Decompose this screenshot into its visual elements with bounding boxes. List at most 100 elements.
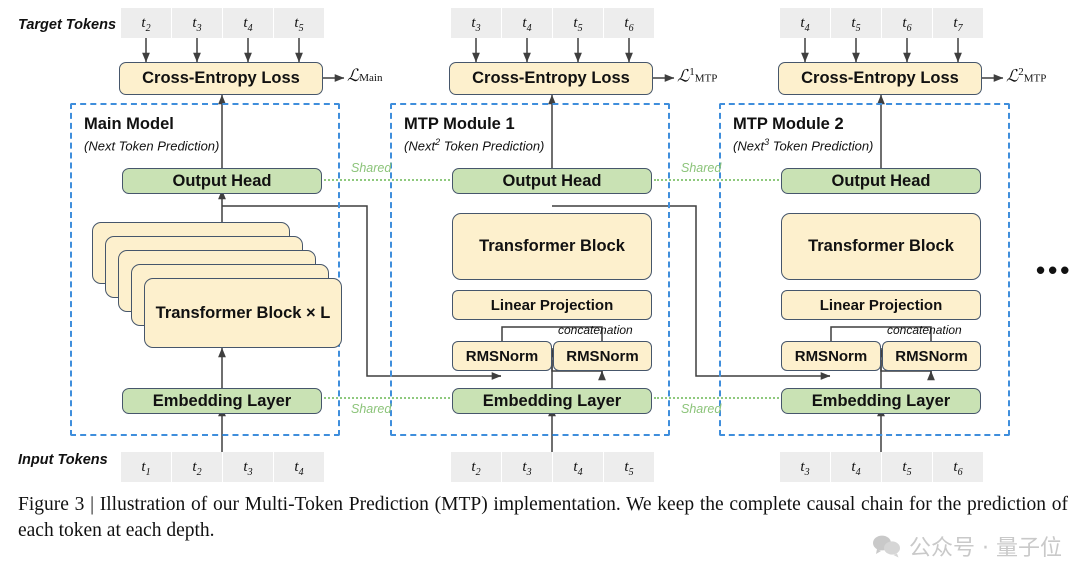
cross-entropy-loss-label: Cross-Entropy Loss [801,69,959,87]
concatenation-label-mtp1: concatenation [558,323,633,337]
loss-subscript: Main [359,72,383,84]
output-head-main: Output Head [122,168,322,194]
embedding-layer-main: Embedding Layer [122,388,322,414]
cross-entropy-loss-label: Cross-Entropy Loss [472,69,630,87]
token-label: t5 [624,459,634,478]
cross-entropy-loss-box-mtp1: Cross-Entropy Loss [449,62,653,95]
rmsnorm-right-mtp2: RMSNorm [882,341,981,371]
token-label: t3 [243,459,253,478]
linear-projection-label: Linear Projection [490,296,614,314]
shared-label-embedding-2: Shared [681,402,722,416]
continuation-ellipsis: ••• [1036,255,1073,285]
input-token-chip: t3 [223,452,273,482]
rmsnorm-label: RMSNorm [566,347,639,365]
token-label: t6 [902,15,912,34]
token-label: t4 [294,459,304,478]
transformer-block-label: Transformer Block [808,237,954,255]
token-label: t3 [522,459,532,478]
input-token-chip: t4 [274,452,324,482]
subtitle-sup: 3 [764,137,770,147]
target-token-chip: t7 [933,8,983,38]
transformer-block-main: Transformer Block × L [144,278,342,348]
token-label: t3 [800,459,810,478]
token-label: t5 [851,15,861,34]
shared-label-output-head-1: Shared [351,161,392,175]
token-label: t3 [471,15,481,34]
wechat-icon [872,534,902,558]
token-label: t2 [471,459,481,478]
transformer-block-mtp1: Transformer Block [452,213,652,280]
target-token-chip: t4 [223,8,273,38]
rmsnorm-left-mtp1: RMSNorm [452,341,552,371]
input-token-chip: t4 [553,452,603,482]
cross-entropy-loss-label: Cross-Entropy Loss [142,69,300,87]
target-token-chip: t3 [451,8,501,38]
cross-entropy-loss-box-mtp2: Cross-Entropy Loss [778,62,982,95]
token-label: t4 [800,15,810,34]
token-label: t1 [141,459,151,478]
rmsnorm-right-mtp1: RMSNorm [553,341,652,371]
target-token-chip: t5 [831,8,881,38]
rmsnorm-label: RMSNorm [794,347,868,365]
target-token-chip: t5 [274,8,324,38]
shared-link-embedding-2 [654,397,791,399]
output-head-label: Output Head [502,171,602,190]
watermark-text: 公众号 · 量子位 [909,536,1062,561]
token-label: t4 [243,15,253,34]
target-token-chip: t2 [121,8,171,38]
figure-caption: Figure 3 | Illustration of our Multi-Tok… [18,494,1068,542]
rmsnorm-label: RMSNorm [895,347,968,365]
input-token-chip: t4 [831,452,881,482]
subtitle-pre: (Next [84,138,116,154]
linear-projection-mtp2: Linear Projection [781,290,981,320]
embedding-layer-mtp1: Embedding Layer [452,388,652,414]
module-frame-mtp2 [719,103,1010,436]
token-label: t5 [573,15,583,34]
token-label: t4 [851,459,861,478]
concatenation-label-mtp2: concatenation [887,323,962,337]
module-frame-mtp1 [390,103,670,436]
target-tokens-label: Target Tokens [18,17,117,33]
target-token-chip: t3 [172,8,222,38]
shared-link-embedding-1 [324,397,462,399]
target-token-chip: t4 [502,8,552,38]
module-title-mtp1: MTP Module 1 [404,115,515,133]
subtitle-sup: 2 [435,137,441,147]
input-tokens-label: Input Tokens [18,452,108,468]
output-head-mtp1: Output Head [452,168,652,194]
shared-label-embedding-1: Shared [351,402,392,416]
subtitle-post: Token Prediction) [115,138,220,154]
output-head-mtp2: Output Head [781,168,981,194]
transformer-block-label: Transformer Block [479,237,625,255]
transformer-block-mtp2: Transformer Block [781,213,981,280]
embedding-layer-label: Embedding Layer [152,391,292,410]
target-token-chip: t6 [604,8,654,38]
token-label: t6 [953,459,963,478]
output-head-label: Output Head [172,171,272,190]
input-token-chip: t6 [933,452,983,482]
module-subtitle-mtp1: (Next2 Token Prediction) [404,137,544,153]
watermark: 公众号 · 量子位 [872,530,1062,562]
token-label: t4 [522,15,532,34]
token-label: t3 [192,15,202,34]
embedding-layer-label: Embedding Layer [811,391,951,410]
input-token-chip: t5 [604,452,654,482]
module-subtitle-mtp2: (Next3 Token Prediction) [733,137,873,153]
input-token-chip: t5 [882,452,932,482]
subtitle-pre: (Next [733,138,765,154]
token-label: t5 [902,459,912,478]
loss-symbol-main: ℒMain [347,66,383,85]
loss-superscript: 1 [689,66,695,78]
module-subtitle-main: (Next Token Prediction) [84,137,219,153]
target-token-chip: t4 [780,8,830,38]
token-label: t5 [294,15,304,34]
module-title-mtp2: MTP Module 2 [733,115,844,133]
token-label: t2 [192,459,202,478]
rmsnorm-label: RMSNorm [465,347,539,365]
loss-symbol-mtp1: ℒ1MTP [677,66,718,86]
shared-link-output-head-2 [654,179,791,181]
subtitle-post: Token Prediction) [769,138,874,154]
cross-entropy-loss-box-main: Cross-Entropy Loss [119,62,323,95]
loss-subscript: MTP [694,72,718,85]
